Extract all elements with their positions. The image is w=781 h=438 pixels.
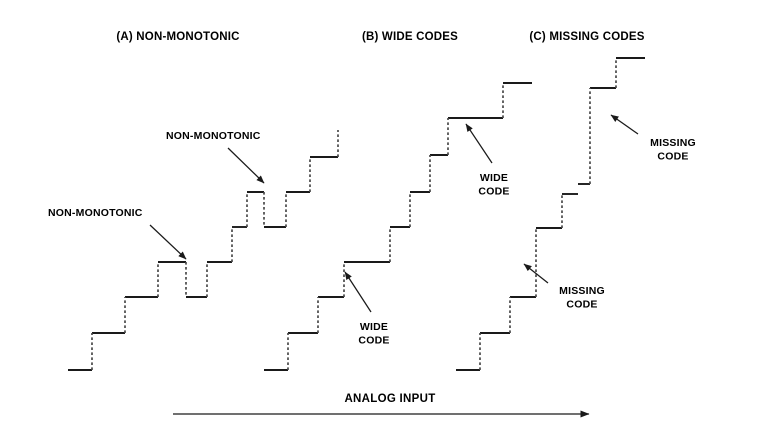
annotation-label: MISSING CODE xyxy=(650,137,696,163)
annotation-b2: WIDE CODE xyxy=(465,123,509,198)
annotation-label: NON-MONOTONIC xyxy=(48,207,143,219)
annotation-arrow xyxy=(465,123,493,164)
annotation-label-line: WIDE xyxy=(480,172,508,184)
staircase-b xyxy=(264,82,532,371)
annotation-label-line: CODE xyxy=(566,299,597,311)
annotation-label-line: CODE xyxy=(657,151,688,163)
panel-title-c: (C) MISSING CODES xyxy=(529,31,644,43)
annotation-c2: MISSING CODE xyxy=(610,114,696,163)
panel-title-b: (B) WIDE CODES xyxy=(362,31,458,43)
annotation-c1: MISSING CODE xyxy=(523,263,605,311)
annotation-label-line: MISSING xyxy=(559,285,605,297)
staircase-c xyxy=(456,57,645,371)
panel-title-a: (A) NON-MONOTONIC xyxy=(116,31,239,43)
annotation-arrow xyxy=(523,263,549,284)
annotation-b1: WIDE CODE xyxy=(344,271,389,347)
annotation-arrow xyxy=(344,271,372,313)
panel-titles-group: (A) NON-MONOTONIC (B) WIDE CODES (C) MISSI… xyxy=(116,31,644,43)
annotation-arrow xyxy=(610,114,639,135)
staircase-a xyxy=(68,130,339,371)
analog-input-axis: ANALOG INPUT xyxy=(173,393,590,418)
annotation-label: WIDE CODE xyxy=(358,321,389,347)
annotation-label: WIDE CODE xyxy=(478,172,509,198)
annotation-label-line: WIDE xyxy=(360,321,388,333)
staircases-group xyxy=(68,57,645,371)
annotation-label-line: MISSING xyxy=(650,137,696,149)
annotation-label: NON-MONOTONIC xyxy=(166,130,261,142)
annotation-a2: NON-MONOTONIC xyxy=(166,130,265,184)
annotation-label: MISSING CODE xyxy=(559,285,605,311)
annotation-arrow xyxy=(227,147,265,184)
annotation-label-line: CODE xyxy=(358,335,389,347)
annotation-label-line: CODE xyxy=(478,186,509,198)
annotation-label-line: NON-MONOTONIC xyxy=(48,207,143,219)
annotation-a1: NON-MONOTONIC xyxy=(48,207,187,260)
annotations-group: NON-MONOTONIC NON-MONOTONIC WIDE CODE WIDE CO… xyxy=(48,114,696,347)
annotation-label-line: NON-MONOTONIC xyxy=(166,130,261,142)
annotation-arrow xyxy=(149,224,187,260)
axis-label: ANALOG INPUT xyxy=(344,393,435,405)
